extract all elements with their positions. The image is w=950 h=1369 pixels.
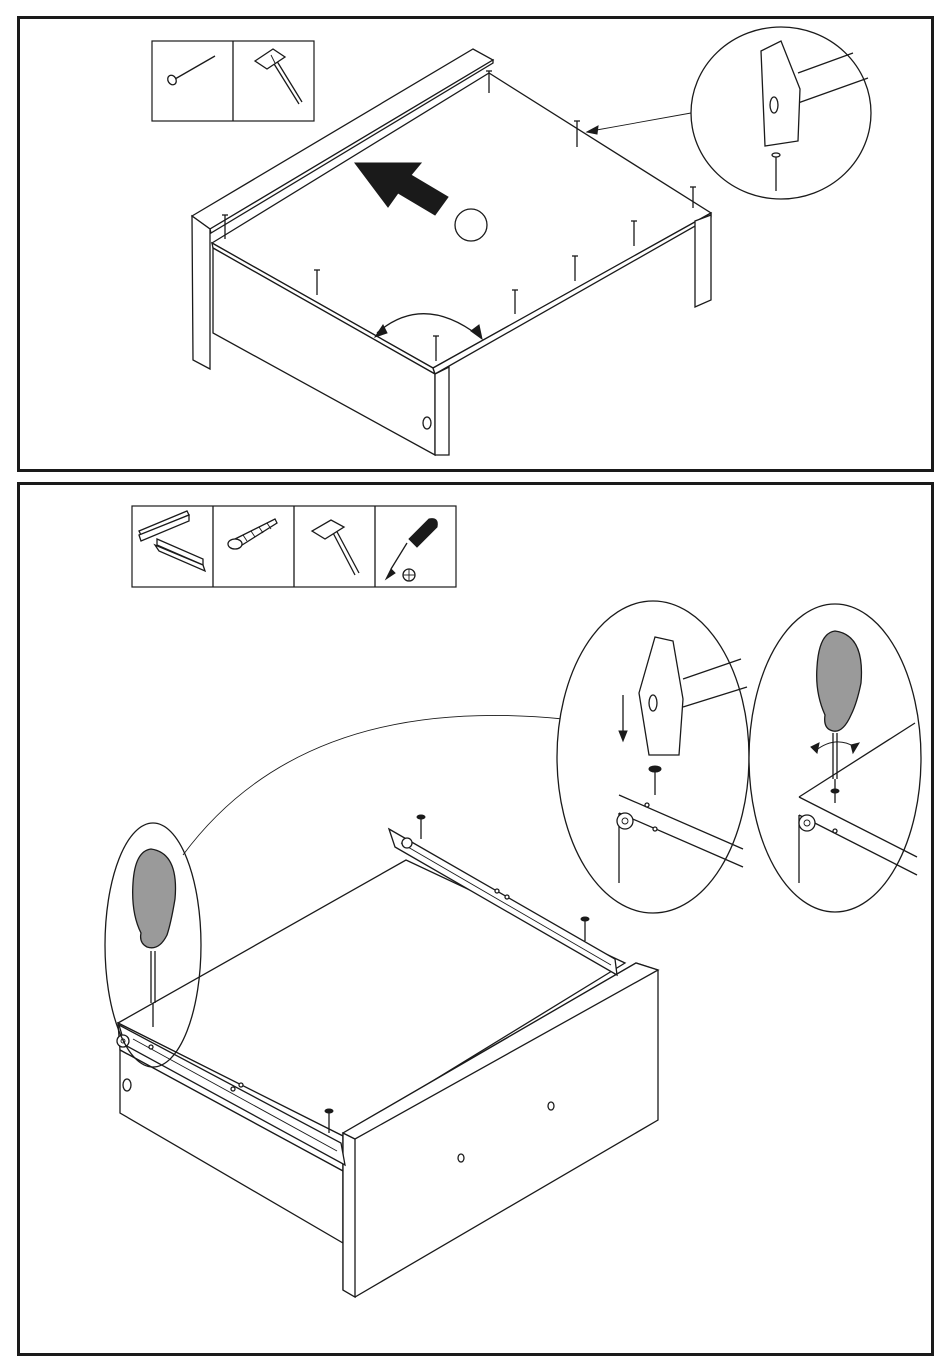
step-panel-bottom [17,482,934,1356]
cam-hole [123,1079,131,1091]
handle-hole [548,1102,554,1110]
cam-hole [423,417,431,429]
hammer-nail-detail [691,27,871,199]
drawer-bottom-illustration [20,19,931,469]
callout-pointer [587,113,691,134]
screwdriver-detail [749,604,921,912]
screw [417,815,425,839]
tools-box-top [152,41,314,121]
handle-hole [458,1154,464,1162]
drawer-runner-illustration [20,485,931,1353]
callout-connector [183,715,563,855]
runner-wheel [402,838,412,848]
tools-box-bottom [132,506,456,587]
screw [581,917,589,941]
hammer-screw-detail [557,601,749,913]
step-panel-top [17,16,934,472]
